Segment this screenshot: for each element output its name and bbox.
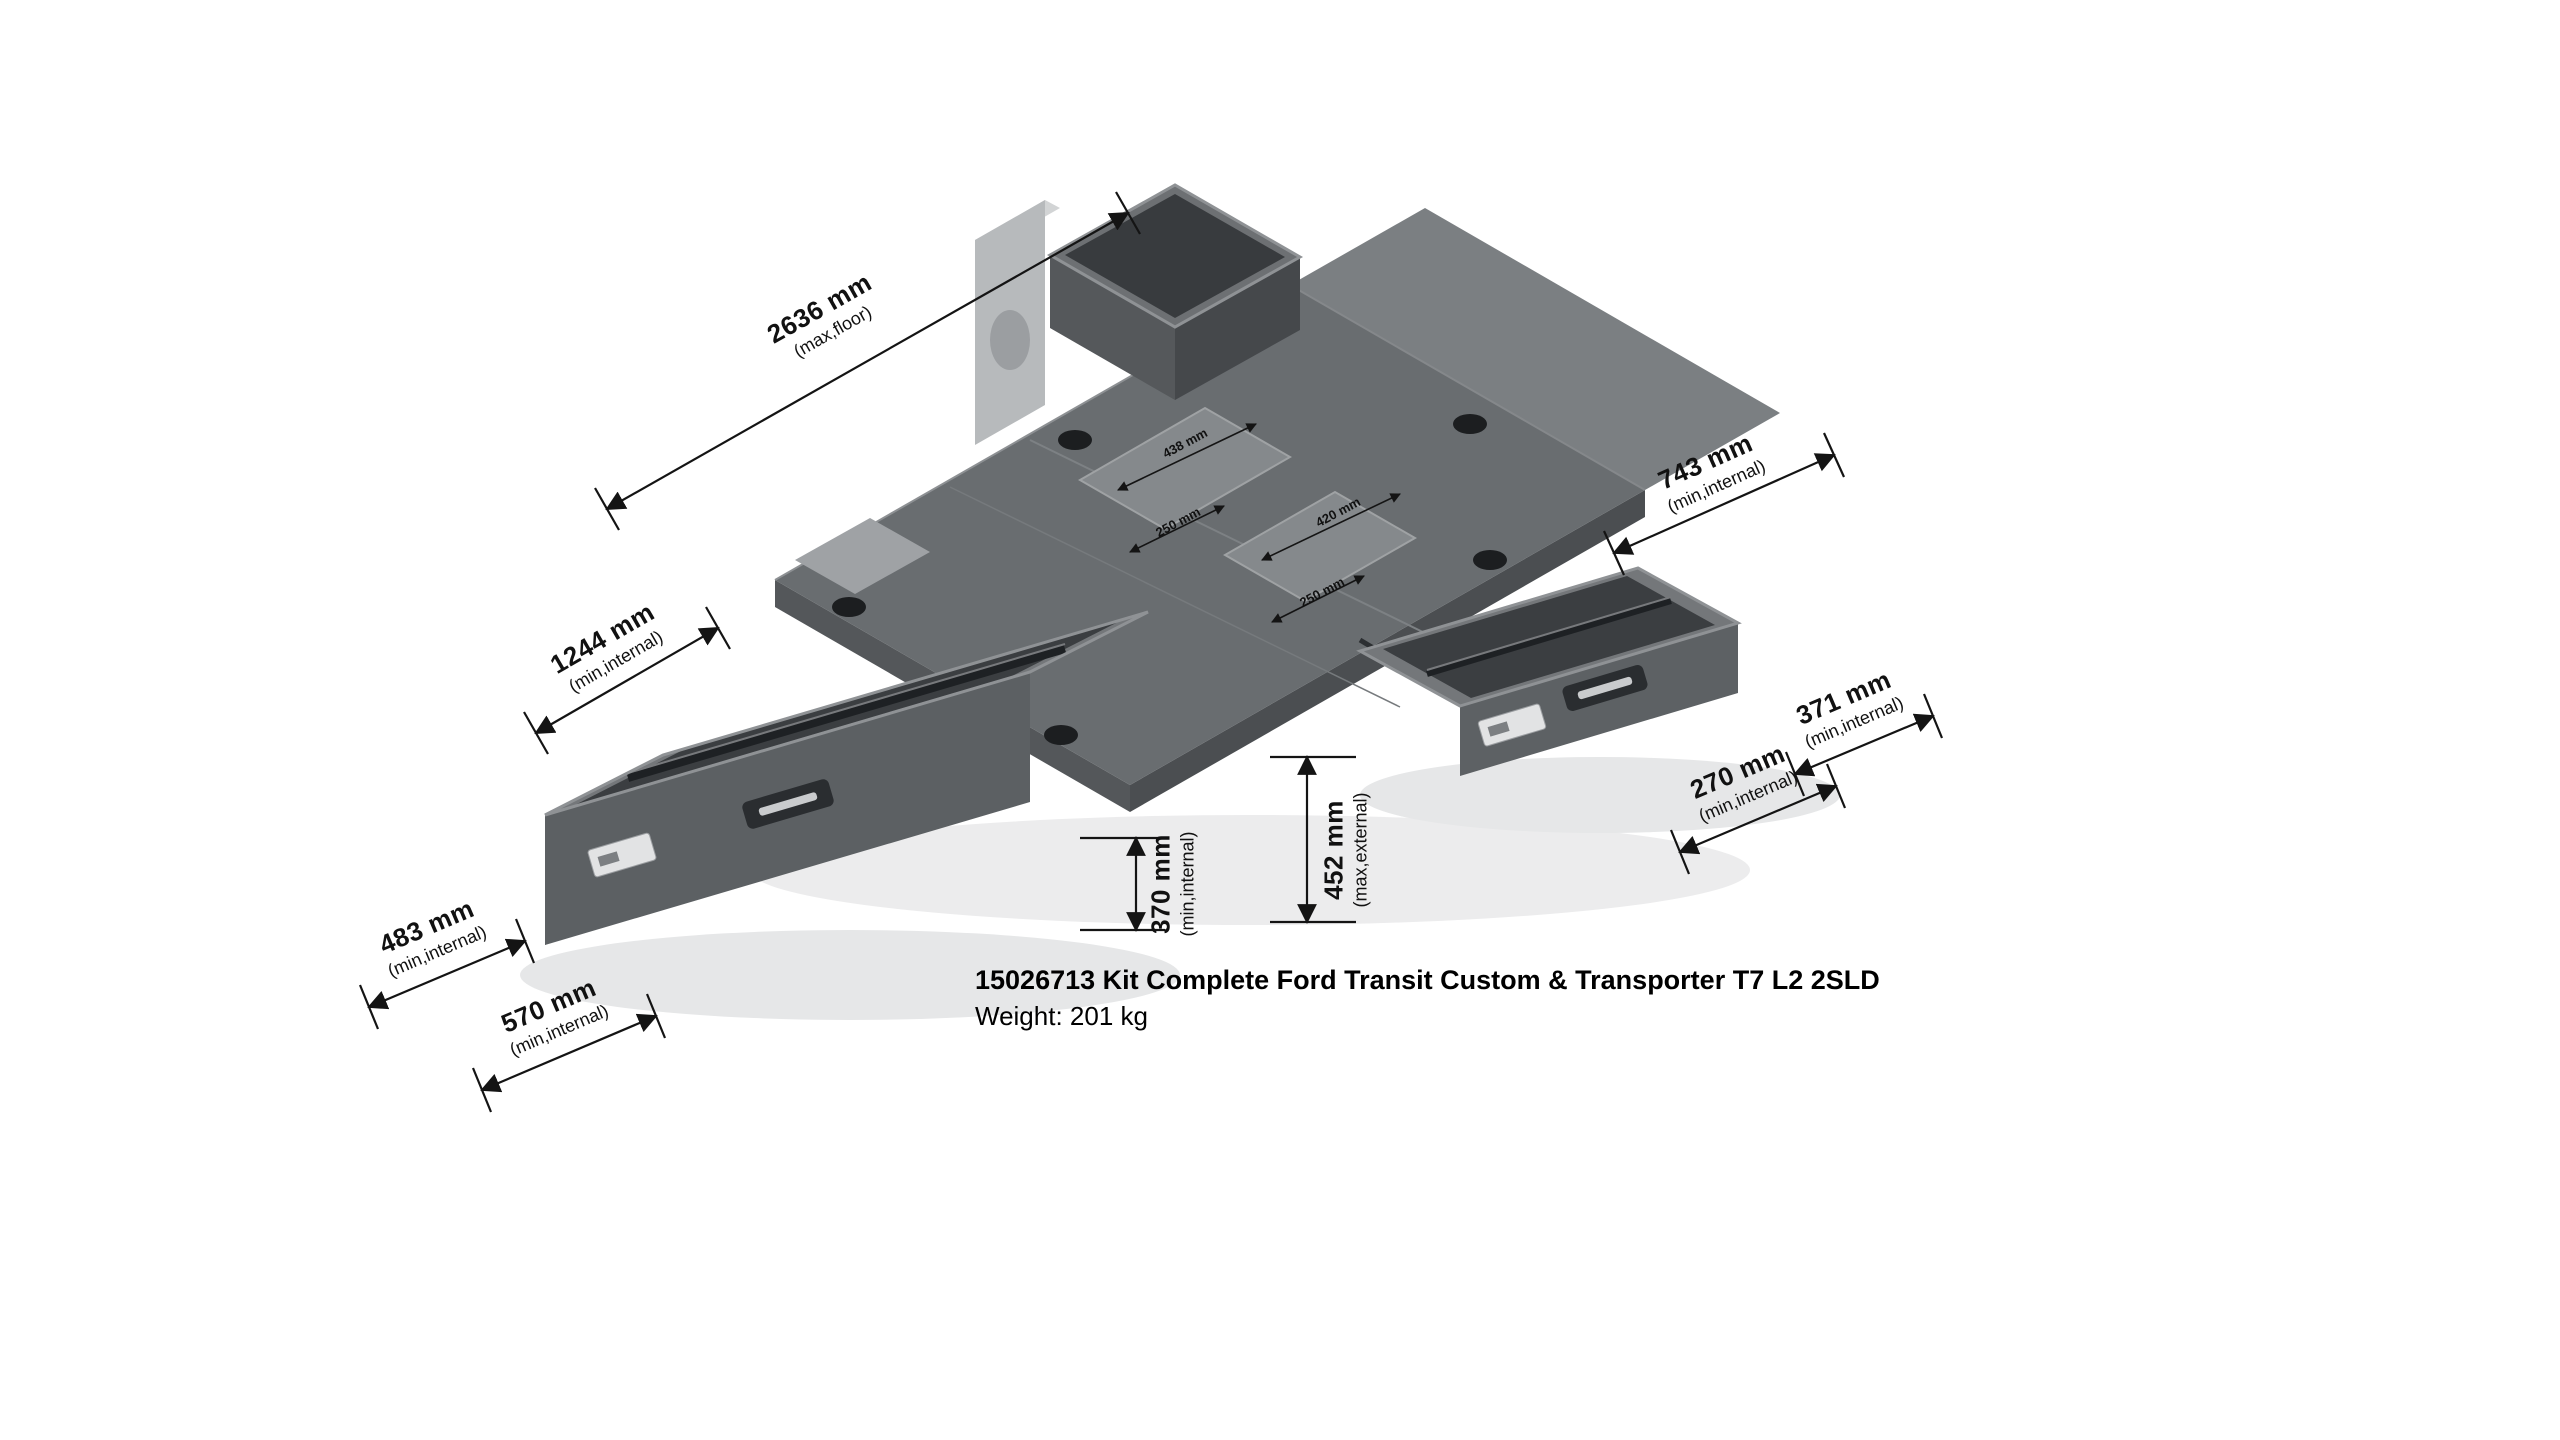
- dim-internal-height-label: 370 mm (min,internal): [1145, 831, 1198, 937]
- right-drawer-brand-label: [1477, 703, 1547, 747]
- left-drawer-divider: [626, 645, 1067, 782]
- right-drawer-divider: [1426, 598, 1672, 677]
- hatch-plates: [1077, 406, 1418, 623]
- dimension-lines: [358, 191, 1944, 1113]
- left-drawer-unit: [544, 610, 1149, 945]
- left-drawer-handle: [742, 779, 834, 829]
- left-drawer-brand-label: [587, 832, 657, 878]
- right-drawer-unit: [1356, 566, 1742, 776]
- product-title: 15026713 Kit Complete Ford Transit Custo…: [975, 965, 1880, 995]
- right-drawer-handle: [1562, 665, 1648, 711]
- product-weight: Weight: 201 kg: [975, 1001, 1148, 1031]
- floor-corner-plate: [795, 518, 930, 594]
- floor-rear-extension: [1290, 208, 1780, 490]
- ground-shadows: [520, 757, 1840, 1020]
- stowed-drawer-rim: [1046, 183, 1304, 329]
- dim-external-height-label: 452 mm (max,external): [1318, 792, 1371, 908]
- wheel-arch-cutout: [990, 310, 1030, 370]
- title-block: 15026713 Kit Complete Ford Transit Custo…: [975, 962, 1880, 1034]
